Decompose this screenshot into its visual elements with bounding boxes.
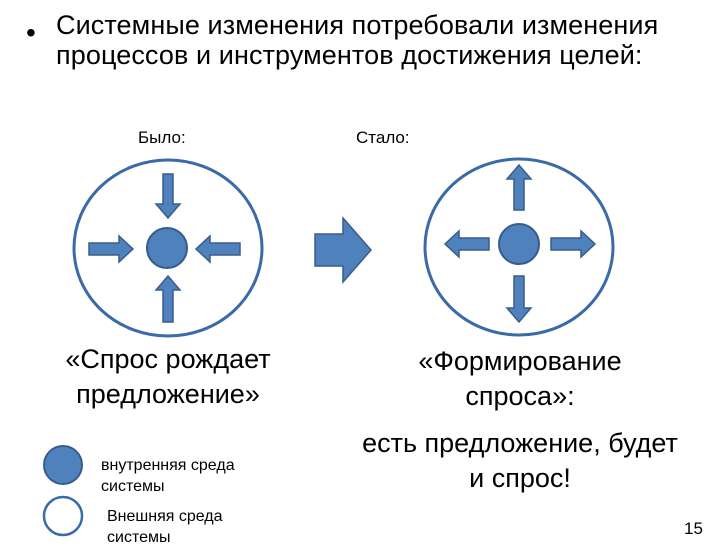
legend-inner-label: внутренняя среда системы [101,457,235,495]
arrow-up-icon [154,274,182,323]
label-after: Стало: [356,128,410,147]
page-number: 15 [684,519,703,538]
legend-inner-marker [43,445,83,485]
arrow-up-icon [505,163,533,211]
legend-outer-marker [42,495,84,537]
bullet-marker: • [26,17,36,48]
arrow-left-icon [443,229,490,259]
label-before: Было: [138,128,186,147]
arrow-left-icon [194,234,241,264]
caption-after-subtitle: есть предложение, будет и спрос! [362,428,678,493]
arrow-right-icon [88,234,135,264]
inner-circle-after [498,223,540,265]
caption-after-title: «Формирование спроса»: [418,346,622,411]
inner-circle-before [146,227,188,269]
caption-before: «Спрос рождает предложение» [65,344,271,409]
legend-outer-label: Внешняя среда системы [107,508,223,546]
arrow-down-icon [505,275,533,324]
slide-heading: Системные изменения потребовали изменени… [56,10,659,70]
arrow-right-icon [550,229,597,259]
arrow-down-icon [154,173,182,220]
transition-arrow-icon [314,216,372,284]
